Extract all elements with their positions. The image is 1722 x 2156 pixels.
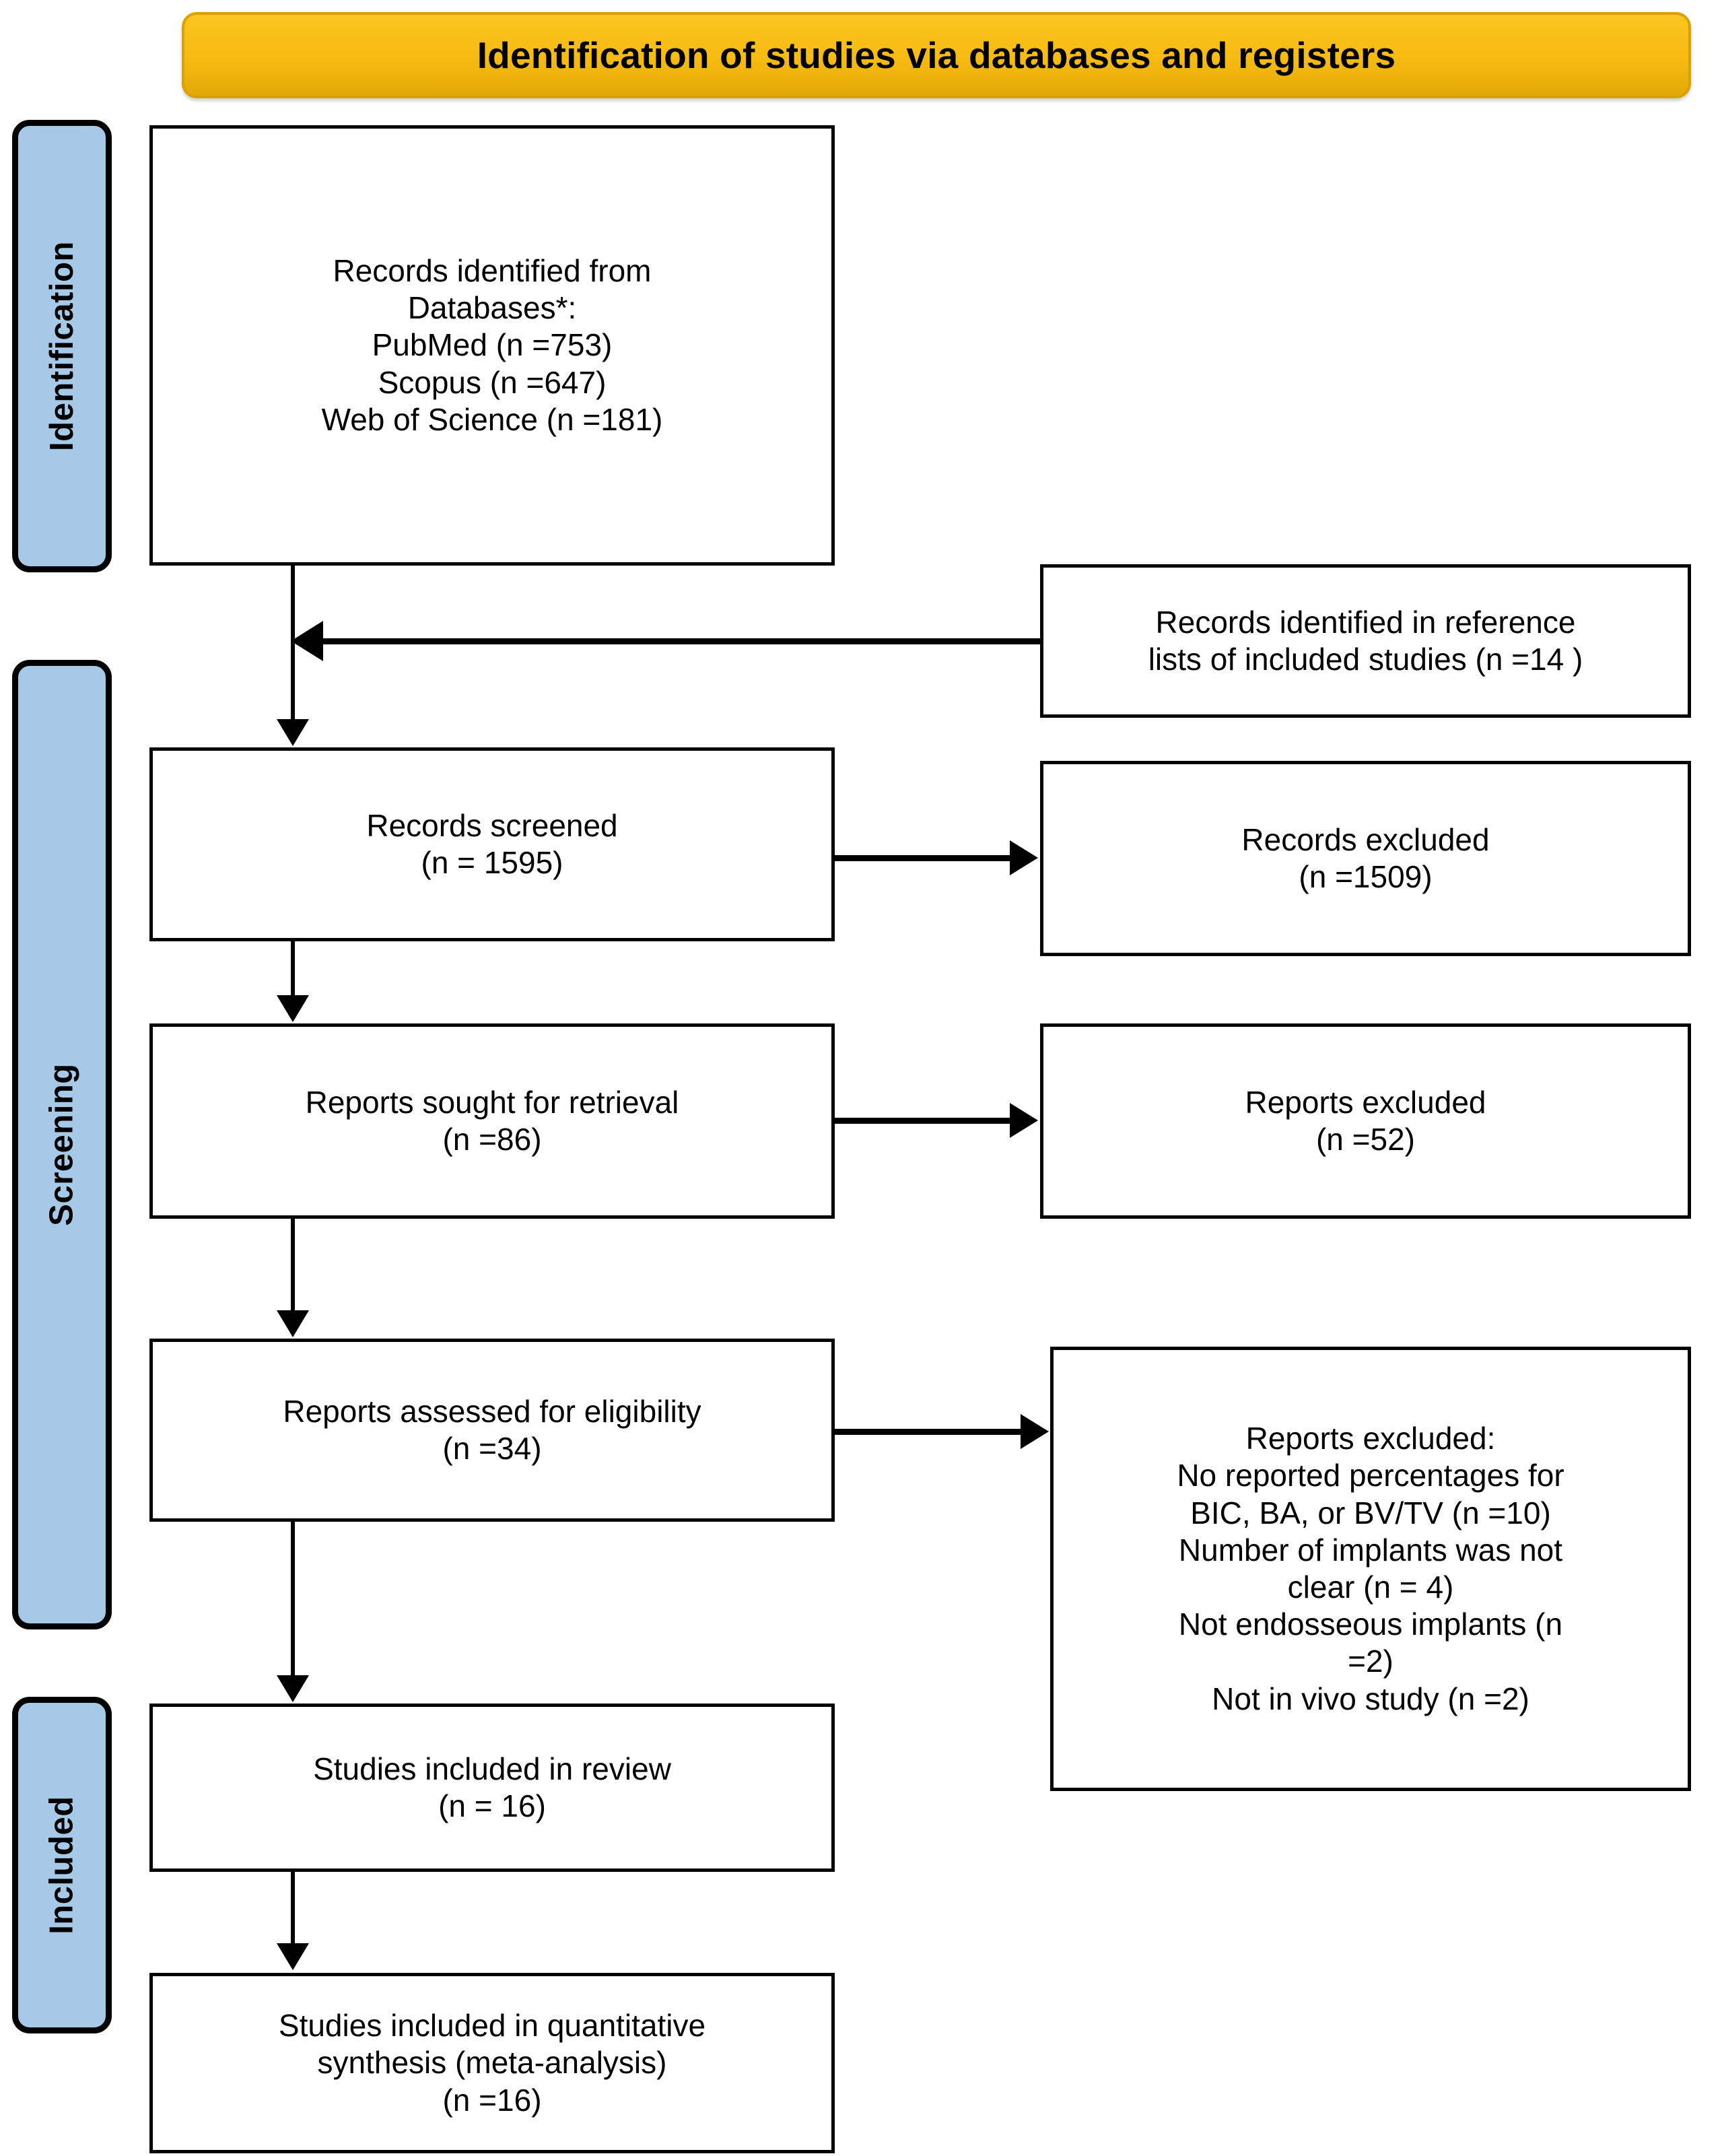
arrowhead-sought-to-reports-excluded (1010, 1103, 1038, 1138)
box-reports-excluded-text: Reports excluded (n =52) (1245, 1084, 1486, 1157)
stage-rail-screening: Screening (12, 660, 112, 1629)
box-records-identified-text: Records identified from Databases*: PubM… (321, 253, 663, 437)
banner-identification-header: Identification of studies via databases … (182, 12, 1691, 98)
connector-assessed-to-included-review (291, 1522, 295, 1678)
arrowhead-assessed-to-reports-excluded-detail (1021, 1414, 1049, 1449)
box-records-screened-text: Records screened (n = 1595) (366, 807, 618, 880)
banner-title: Identification of studies via databases … (477, 34, 1396, 76)
box-records-screened: Records screened (n = 1595) (149, 747, 835, 941)
box-reports-assessed-text: Reports assessed for eligibility (n =34) (283, 1393, 701, 1466)
connector-sought-to-assessed (291, 1219, 295, 1312)
box-studies-included-in-meta-analysis-text: Studies included in quantitative synthes… (278, 2008, 706, 2118)
box-reports-excluded-detail: Reports excluded: No reported percentage… (1050, 1347, 1691, 1791)
stage-rail-identification: Identification (12, 120, 112, 572)
connector-assessed-to-reports-excluded-detail (835, 1429, 1022, 1435)
box-records-identified-in-reference-lists: Records identified in reference lists of… (1040, 564, 1691, 718)
connector-screened-to-records-excluded (835, 855, 1011, 861)
box-records-identified-in-reference-lists-text: Records identified in reference lists of… (1148, 604, 1583, 677)
arrowhead-screened-to-records-excluded (1010, 840, 1038, 875)
arrowhead-assessed-to-included-review (277, 1675, 309, 1702)
connector-included-review-to-meta (291, 1872, 295, 1946)
box-records-excluded-text: Records excluded (n =1509) (1241, 821, 1490, 894)
box-studies-included-in-review-text: Studies included in review (n = 16) (313, 1751, 671, 1823)
connector-sought-to-reports-excluded (835, 1118, 1011, 1124)
box-studies-included-in-meta-analysis: Studies included in quantitative synthes… (149, 1973, 835, 2153)
arrowhead-sought-to-assessed (277, 1310, 309, 1337)
arrowhead-reference-lists-to-trunk (291, 621, 323, 661)
box-reports-sought-for-retrieval: Reports sought for retrieval (n =86) (149, 1023, 835, 1219)
arrowhead-identified-to-screened (277, 719, 309, 746)
arrowhead-included-review-to-meta (277, 1943, 309, 1970)
box-reports-excluded-detail-text: Reports excluded: No reported percentage… (1177, 1421, 1564, 1716)
box-records-excluded: Records excluded (n =1509) (1040, 761, 1691, 956)
box-reports-excluded: Reports excluded (n =52) (1040, 1023, 1691, 1219)
box-studies-included-in-review: Studies included in review (n = 16) (149, 1704, 835, 1872)
stage-rail-included: Included (12, 1697, 112, 2033)
stage-rail-identification-label: Identification (44, 241, 81, 451)
stage-rail-included-label: Included (44, 1796, 80, 1934)
connector-screened-to-sought (291, 941, 295, 998)
stage-rail-screening-label: Screening (44, 1063, 81, 1226)
box-reports-sought-text: Reports sought for retrieval (n =86) (305, 1084, 679, 1157)
box-reports-assessed-for-eligibility: Reports assessed for eligibility (n =34) (149, 1339, 835, 1522)
arrowhead-screened-to-sought (277, 995, 309, 1022)
box-records-identified-from-databases: Records identified from Databases*: PubM… (149, 125, 835, 566)
connector-reference-lists-to-trunk (322, 638, 1042, 644)
